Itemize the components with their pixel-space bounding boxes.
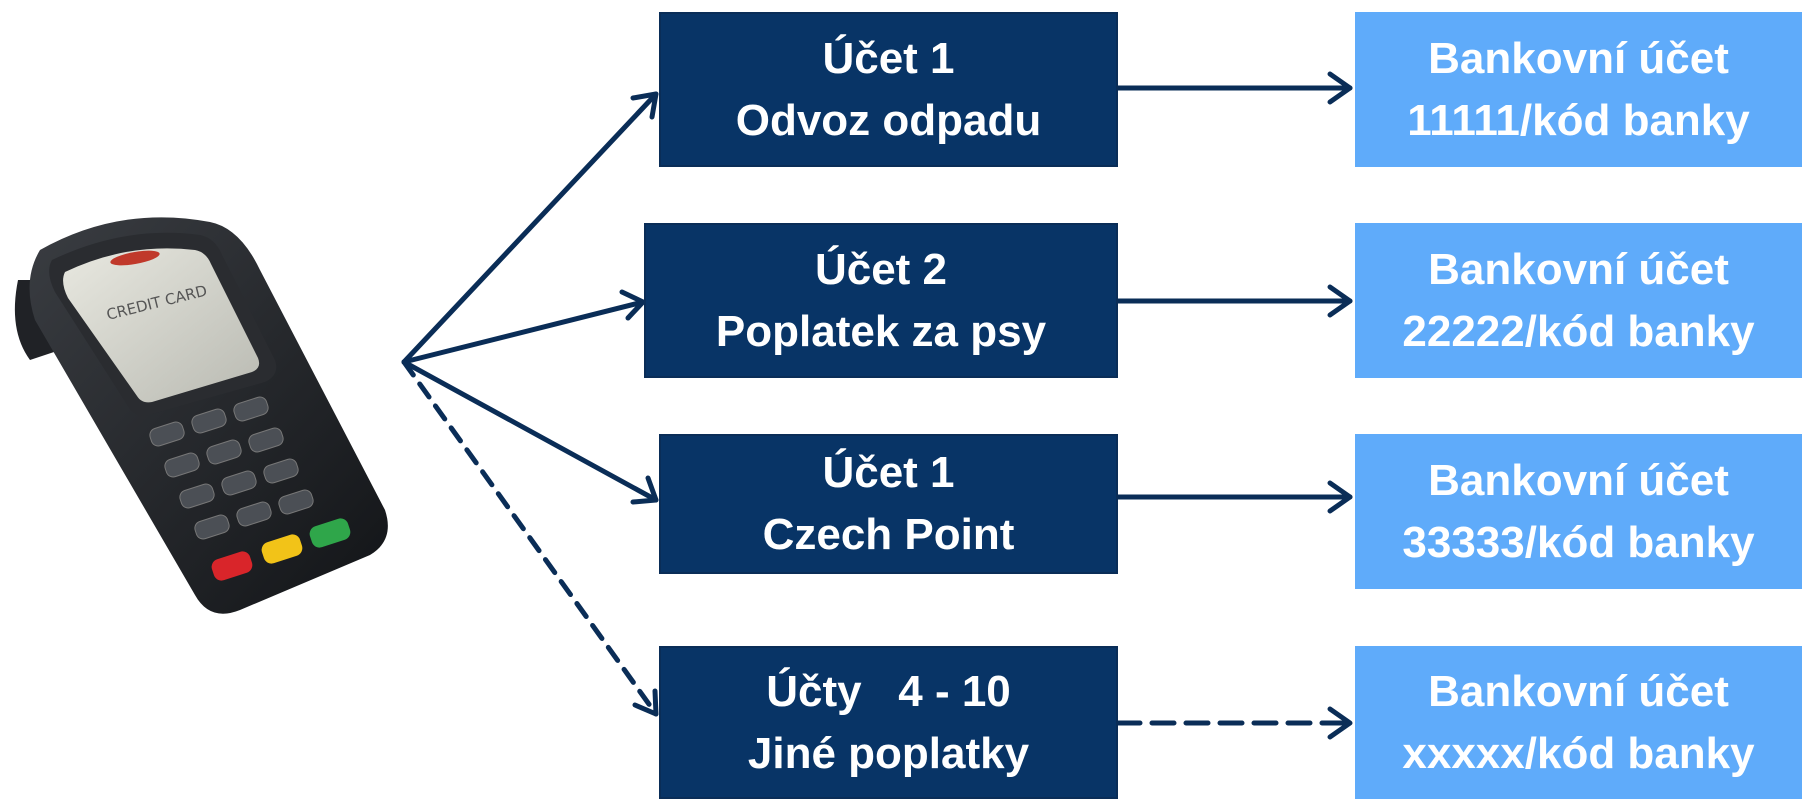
bank-4-account-number: xxxxx/kód banky xyxy=(1402,728,1755,778)
bank-box-3: Bankovní účet 33333/kód banky xyxy=(1355,434,1802,589)
bank-3-account-number: 33333/kód banky xyxy=(1402,517,1755,567)
bank-3-label: Bankovní účet xyxy=(1428,455,1729,505)
bank-2-account-number: 22222/kód banky xyxy=(1402,306,1755,356)
account-box-1: Účet 1 Odvoz odpadu xyxy=(659,12,1118,167)
bank-box-1: Bankovní účet 11111/kód banky xyxy=(1355,12,1802,167)
account-2-purpose: Poplatek za psy xyxy=(715,306,1047,356)
arrowhead-bank-4 xyxy=(1327,706,1353,740)
account-3-title: Účet 1 xyxy=(822,448,955,497)
account-box-2: Účet 2 Poplatek za psy xyxy=(644,223,1118,378)
arrowhead-account-2 xyxy=(619,289,646,321)
account-1-purpose: Odvoz odpadu xyxy=(735,95,1042,145)
account-4-purpose: Jiné poplatky xyxy=(747,728,1030,778)
connector-terminal-account-2 xyxy=(401,299,646,365)
account-1-title: Účet 1 xyxy=(822,33,955,83)
arrowhead-bank-3 xyxy=(1327,480,1353,514)
account-3-purpose: Czech Point xyxy=(762,510,1015,559)
bank-1-account-number: 11111/kód banky xyxy=(1407,95,1750,145)
connector-terminal-account-1 xyxy=(401,91,659,365)
account-2-title: Účet 2 xyxy=(814,244,948,294)
bank-box-2: Bankovní účet 22222/kód banky xyxy=(1355,223,1802,378)
bank-4-label: Bankovní účet xyxy=(1428,666,1729,716)
account-box-3: Účet 1 Czech Point xyxy=(659,434,1118,574)
bank-1-label: Bankovní účet xyxy=(1428,33,1729,83)
connector-terminal-account-4 xyxy=(401,359,659,717)
account-4-title: Účty 4 - 10 xyxy=(766,666,1011,716)
payment-terminal-icon: CREDIT CARD xyxy=(14,217,388,614)
arrowhead-bank-1 xyxy=(1327,71,1353,105)
arrowhead-account-3 xyxy=(630,475,659,505)
account-box-4: Účty 4 - 10 Jiné poplatky xyxy=(659,646,1118,799)
arrowhead-account-1 xyxy=(630,91,659,120)
connector-terminal-account-3 xyxy=(401,359,659,503)
arrowhead-account-4 xyxy=(632,688,659,717)
bank-box-4: Bankovní účet xxxxx/kód banky xyxy=(1355,646,1802,799)
bank-2-label: Bankovní účet xyxy=(1428,244,1729,294)
arrowhead-bank-2 xyxy=(1327,284,1353,318)
